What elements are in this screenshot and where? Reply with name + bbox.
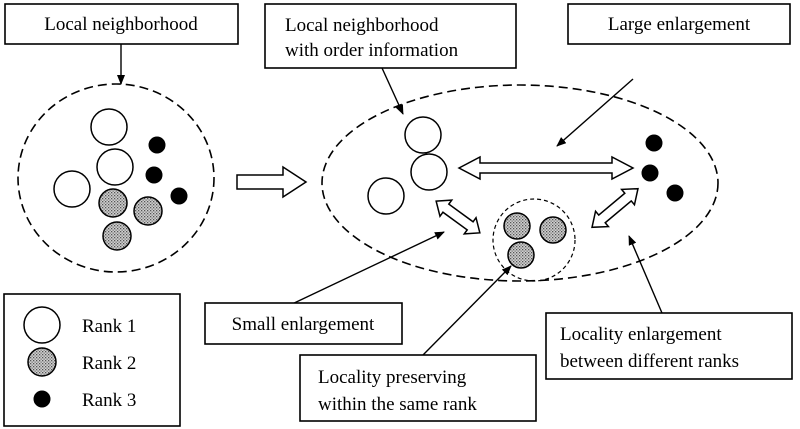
same-rank-cluster-circle bbox=[492, 198, 576, 282]
rank2-point bbox=[503, 212, 531, 240]
rank3-point bbox=[148, 136, 166, 154]
small-enlargement-label: Small enlargement bbox=[232, 314, 375, 335]
rank2-point bbox=[102, 221, 132, 251]
locality-preserving-pointer bbox=[422, 265, 512, 356]
large-double-arrow-icon bbox=[457, 155, 635, 181]
rank3-point bbox=[145, 166, 163, 184]
rank1-point bbox=[367, 177, 405, 215]
rank3-point bbox=[666, 184, 684, 202]
small-enlargement-pointer bbox=[289, 231, 445, 306]
locality-preserving-label-line2: within the same rank bbox=[318, 394, 477, 415]
locality-enlargement-callout: Locality enlargement between different r… bbox=[545, 235, 793, 380]
large-enlargement-callout: Large enlargement bbox=[556, 3, 791, 147]
order-info-label-line1: Local neighborhood bbox=[285, 15, 439, 36]
order-info-label-line2: with order information bbox=[285, 40, 459, 61]
local-neighborhood-box bbox=[4, 3, 239, 45]
order-neighborhood-group: Local neighborhood with order informatio… bbox=[264, 3, 719, 282]
legend-rank1-label: Rank 1 bbox=[82, 316, 136, 337]
locality-enlargement-box bbox=[545, 312, 793, 380]
small-enlargement-box bbox=[204, 302, 403, 345]
order-info-pointer bbox=[381, 67, 404, 115]
small-enlargement-callout: Small enlargement bbox=[204, 231, 445, 345]
large-enlargement-box bbox=[567, 3, 791, 45]
rank2-point bbox=[98, 188, 128, 218]
rank1-point bbox=[96, 148, 134, 186]
locality-preserving-callout: Locality preserving within the same rank bbox=[299, 265, 537, 422]
legend: Rank 1 Rank 2 Rank 3 bbox=[3, 293, 181, 427]
rank3-point bbox=[645, 134, 663, 152]
rank2-point bbox=[507, 241, 535, 269]
locality-preserving-label-line1: Locality preserving bbox=[318, 367, 467, 388]
rank1-point bbox=[53, 170, 91, 208]
local-neighborhood-label: Local neighborhood bbox=[44, 14, 198, 35]
legend-rank2-label: Rank 2 bbox=[82, 353, 136, 374]
order-info-box bbox=[264, 3, 517, 69]
legend-rank2-icon bbox=[27, 347, 57, 377]
locality-enlargement-label-line1: Locality enlargement bbox=[560, 324, 722, 345]
legend-rank3-icon bbox=[33, 390, 51, 408]
transform-arrow-icon bbox=[236, 165, 308, 199]
large-enlargement-pointer bbox=[556, 78, 634, 147]
locality-preserving-box bbox=[299, 354, 537, 422]
small-double-arrow-icon bbox=[435, 199, 481, 235]
locality-enlargement-label-line2: between different ranks bbox=[560, 351, 739, 372]
legend-rank1-icon bbox=[23, 306, 61, 344]
local-neighborhood-group: Local neighborhood bbox=[4, 3, 239, 273]
rank2-point bbox=[133, 196, 163, 226]
large-enlargement-label: Large enlargement bbox=[608, 14, 751, 35]
rank3-point bbox=[641, 164, 659, 182]
rank2-rank3-double-arrow-icon bbox=[591, 187, 639, 229]
rank3-point bbox=[170, 187, 188, 205]
legend-rank3-label: Rank 3 bbox=[82, 390, 136, 411]
rank1-point bbox=[410, 153, 448, 191]
local-neighborhood-circle bbox=[17, 83, 215, 273]
rank1-point bbox=[404, 116, 442, 154]
locality-enlargement-pointer bbox=[628, 235, 663, 314]
rank1-point bbox=[90, 108, 128, 146]
order-neighborhood-ellipse bbox=[321, 84, 719, 282]
rank2-point bbox=[539, 216, 567, 244]
